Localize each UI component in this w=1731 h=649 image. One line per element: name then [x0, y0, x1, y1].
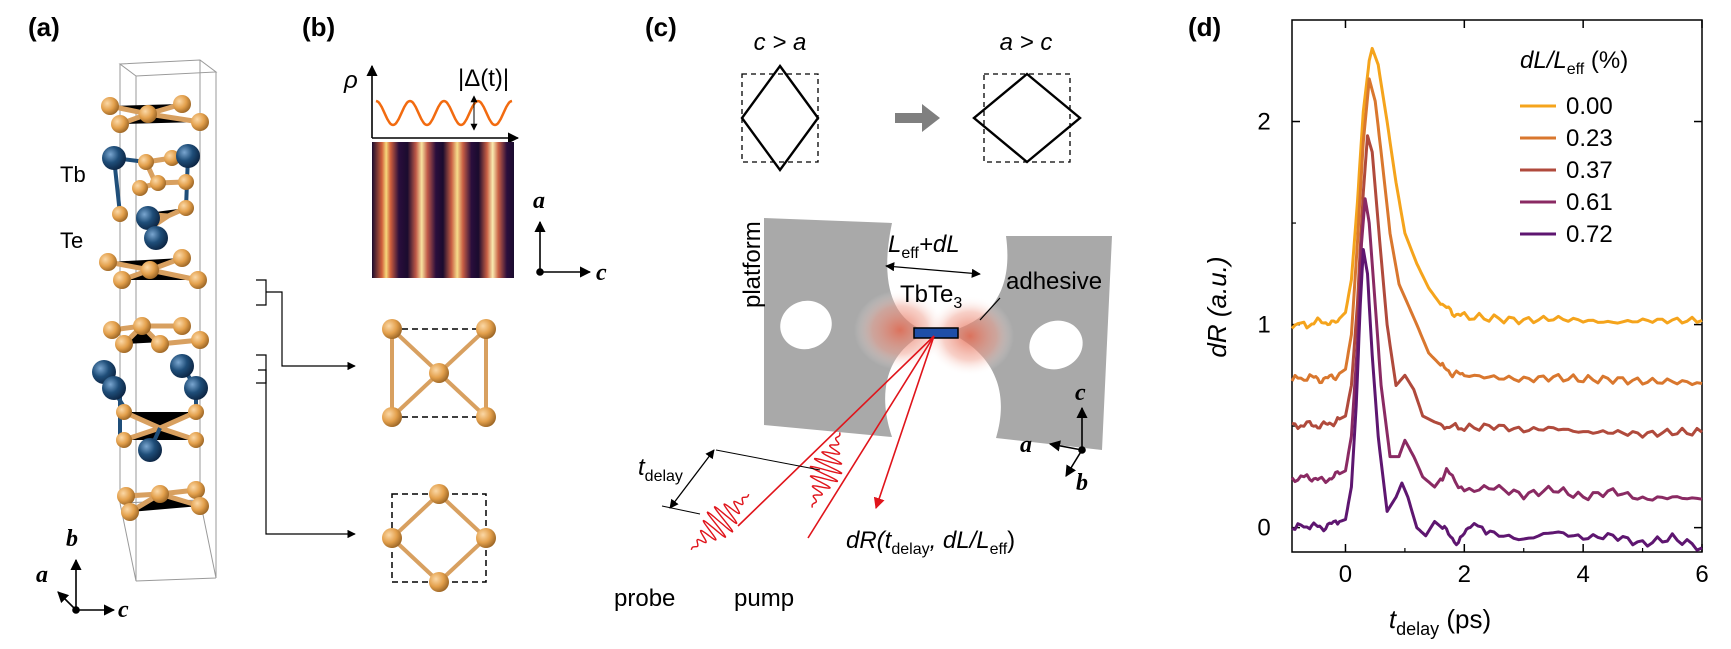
strain-right-label: a > c: [1000, 29, 1053, 56]
tb-atoms: [92, 144, 208, 462]
panel-d: (d) 0 2 4 6 0 1 2 dR (a.u.) tdelay (ps) dL/Lef…: [1188, 12, 1709, 639]
pump-label: pump: [734, 585, 794, 612]
y-label-text: dR (a.u.): [1202, 256, 1232, 357]
cdw-wave: [375, 99, 513, 127]
x-tick-label: 4: [1576, 561, 1589, 588]
tb-label: Tb: [60, 162, 86, 187]
panel-b: (b) ρ |Δ(t)| a c: [302, 12, 607, 592]
dr-tail: ): [1007, 527, 1015, 554]
dr-formula: dR(tdelay, dL/Leff): [846, 527, 1015, 558]
c-axis-b-label: b: [1076, 470, 1088, 496]
legend-title-sub: eff: [1567, 61, 1585, 78]
adhesive-label: adhesive: [1006, 268, 1102, 295]
delay-main: t: [638, 454, 646, 481]
delay-label: tdelay: [638, 454, 683, 485]
rho-label: ρ: [343, 67, 358, 94]
te-net-upper: [382, 319, 496, 427]
y-tick-label: 2: [1257, 109, 1270, 136]
sample-label: TbTe3: [900, 281, 962, 312]
legend-title-main: dL/L: [1520, 47, 1567, 74]
x-tick-label: 0: [1339, 561, 1352, 588]
delay-tick-lower: [661, 505, 701, 515]
x-label-main: t: [1389, 604, 1398, 634]
panel-c-label: (c): [645, 12, 677, 42]
cdw-intensity-map: [372, 142, 514, 278]
length-label: Leff+dL: [888, 231, 960, 262]
x-tick-label: 2: [1458, 561, 1471, 588]
length-arrow: [885, 262, 981, 278]
dr-mid: , dL/L: [930, 527, 990, 554]
panel-c: (c) c > a a > c platform Leff+: [614, 12, 1112, 612]
legend-entry: 0.72: [1566, 221, 1613, 248]
probe-label: probe: [614, 585, 675, 612]
series-line-0.61: [1290, 197, 1703, 502]
dr-chart: 0 2 4 6 0 1 2: [1257, 19, 1709, 588]
chart-legend: 0.00 0.23 0.37 0.61 0.72: [1520, 93, 1613, 248]
legend-entry: 0.61: [1566, 189, 1613, 216]
te-net-lower: [382, 484, 496, 592]
x-label-tail: (ps): [1439, 604, 1491, 634]
length-main: L: [888, 231, 901, 258]
adhesive-pointer: [979, 297, 1001, 321]
axis-c-label: c: [118, 597, 129, 623]
axis-a-label: a: [36, 562, 48, 588]
dr-sub1: delay: [891, 541, 929, 558]
pump-pulse: [809, 432, 843, 508]
delay-arrow: [669, 449, 715, 509]
delay-tick-upper: [715, 449, 821, 471]
sample-main: TbTe: [900, 281, 953, 308]
c-axis-c-label: c: [1075, 380, 1086, 406]
series-line-0.72: [1291, 248, 1703, 552]
strain-left-diagram: [740, 63, 820, 173]
legend-entry: 0.37: [1566, 157, 1613, 184]
x-tick-label: 6: [1695, 561, 1708, 588]
axes-triad-c: [1048, 406, 1088, 477]
optical-beams: [737, 335, 935, 539]
chart-y-label: dR (a.u.): [1202, 256, 1232, 357]
length-tail: +dL: [919, 231, 960, 258]
strain-left-label: c > a: [754, 29, 807, 56]
probe-pulse: [690, 494, 750, 550]
series-line-0.23: [1290, 77, 1703, 387]
platform-label: platform: [739, 221, 766, 308]
layer-connectors: [256, 279, 356, 539]
y-tick-label: 1: [1257, 312, 1270, 339]
tb-bonds: [102, 154, 198, 451]
chart-x-label: tdelay (ps): [1389, 604, 1491, 639]
b-axis-a-label: a: [533, 188, 545, 214]
te-atoms: [99, 95, 209, 521]
delay-sub: delay: [645, 468, 683, 485]
axes-triad-a: [57, 558, 116, 616]
sample-sub: 3: [953, 295, 962, 312]
strain-arrow: [895, 104, 940, 132]
series-line-0.37: [1291, 134, 1703, 439]
series-line-0.00: [1290, 46, 1703, 330]
b-axis-c-label: c: [596, 260, 607, 286]
dr-head: dR(t: [846, 527, 893, 554]
axis-b-label: b: [66, 526, 78, 552]
legend-title: dL/Leff (%): [1520, 47, 1628, 78]
legend-title-tail: (%): [1584, 47, 1628, 74]
x-label-sub: delay: [1396, 619, 1439, 639]
te-label: Te: [60, 228, 83, 253]
axes-triad-b: [534, 220, 592, 278]
plot-frame: [1291, 19, 1703, 553]
gap-label: |Δ(t)|: [458, 65, 509, 92]
panel-a: (a): [28, 12, 356, 623]
panel-d-label: (d): [1188, 12, 1221, 42]
strain-right-diagram: [972, 72, 1082, 164]
legend-entry: 0.00: [1566, 93, 1613, 120]
length-sub: eff: [901, 245, 919, 262]
c-axis-a-label: a: [1020, 432, 1032, 458]
panel-b-label: (b): [302, 12, 335, 42]
legend-entry: 0.23: [1566, 125, 1613, 152]
y-tick-label: 0: [1257, 515, 1270, 542]
dr-sub2: eff: [990, 541, 1008, 558]
panel-a-label: (a): [28, 12, 60, 42]
